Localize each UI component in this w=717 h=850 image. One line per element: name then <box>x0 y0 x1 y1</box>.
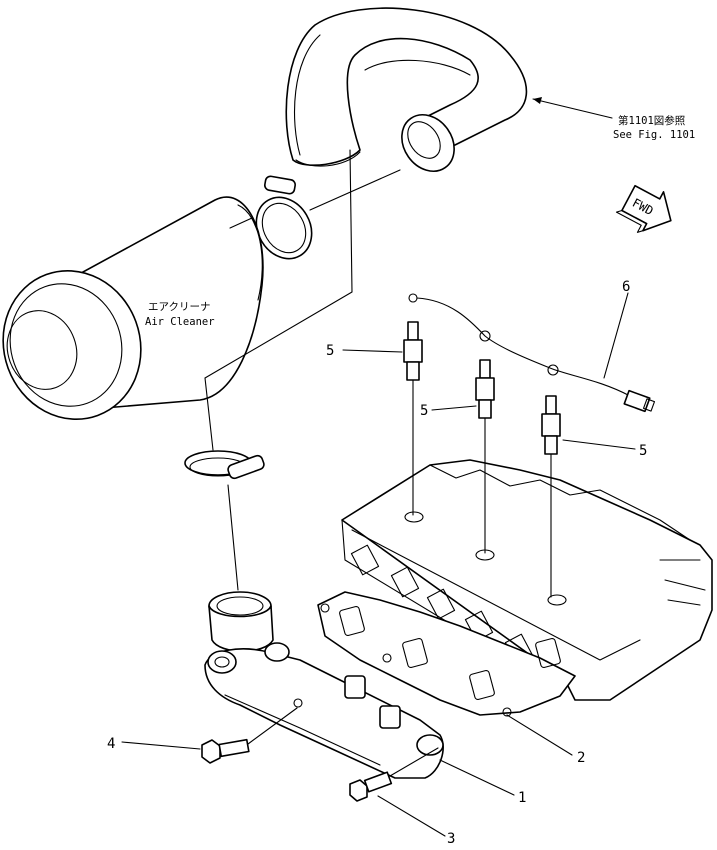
routing-lines <box>204 149 401 591</box>
glow-plug-harness <box>408 293 656 413</box>
air-cleaner-label-japanese: エアクリーナ <box>148 301 210 313</box>
callout-5-plug-1: 5 <box>326 343 334 359</box>
fwd-arrow-icon: FWD <box>615 184 672 233</box>
callout-6-harness: 6 <box>622 279 630 295</box>
air-cleaner-label-english: Air Cleaner <box>145 316 215 328</box>
bolt-4 <box>201 707 298 764</box>
lower-hose-clamp <box>184 450 265 480</box>
callout-1-manifold: 1 <box>518 790 526 806</box>
callout-3-bolt: 3 <box>447 831 455 845</box>
reference-note-english: See Fig. 1101 <box>613 129 695 141</box>
callout-2-gasket: 2 <box>577 750 585 766</box>
callout-5-plug-2: 5 <box>420 403 428 419</box>
intake-manifold-gasket <box>317 591 576 717</box>
reference-note-japanese: 第1101図参照 <box>618 114 686 127</box>
cylinder-head <box>341 459 713 701</box>
glow-plug-1 <box>403 321 423 516</box>
intake-hose <box>285 7 528 172</box>
callout-leaders <box>121 292 636 837</box>
glow-plug-3 <box>541 395 561 598</box>
bolt-3 <box>349 747 439 802</box>
callout-4-bolt: 4 <box>107 736 115 752</box>
upper-hose-clamp <box>255 175 313 260</box>
air-cleaner <box>2 196 264 421</box>
callout-5-plug-3: 5 <box>639 443 647 459</box>
glow-plug-2 <box>475 359 495 554</box>
reference-leader <box>532 97 613 119</box>
intake-manifold <box>204 591 444 779</box>
